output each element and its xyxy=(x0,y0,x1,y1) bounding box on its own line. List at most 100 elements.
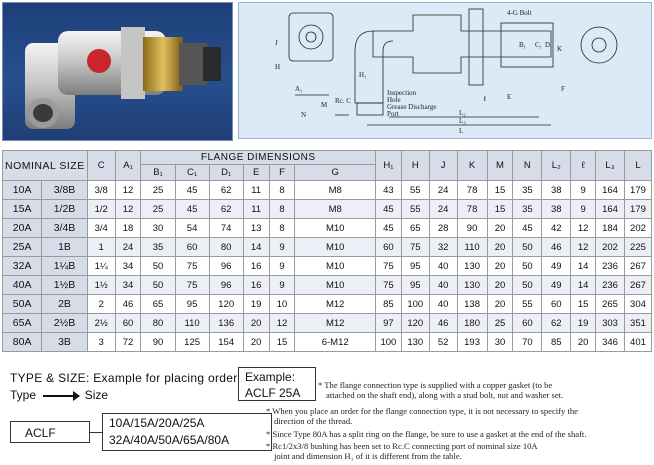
nominal-size-b: 2B xyxy=(41,294,88,314)
table-cell: 49 xyxy=(541,256,572,276)
dim-C1: C₁ xyxy=(535,41,542,49)
product-photo xyxy=(2,2,233,141)
connector-line xyxy=(90,432,102,433)
note-4-line1: * Rc1/2x3/8 bushing has been set to Rc.C… xyxy=(266,441,538,451)
table-cell: 100 xyxy=(374,332,402,352)
table-cell: 75 xyxy=(374,275,402,295)
table-cell: 1 xyxy=(86,237,116,257)
table-cell: 303 xyxy=(595,313,625,333)
table-cell: 20 xyxy=(486,218,514,238)
example-label: Example: xyxy=(245,370,296,384)
table-cell: 40 xyxy=(428,256,458,276)
table-cell: 60 xyxy=(512,313,543,333)
table-cell: 95 xyxy=(400,256,430,276)
rc-label: Rc. C xyxy=(335,97,351,105)
bolt-label: 4-G Bolt xyxy=(507,9,532,17)
example-box: Example: ACLF 25A xyxy=(238,367,316,401)
nominal-size-b: 3/8B xyxy=(41,180,88,200)
table-cell: 38 xyxy=(541,180,572,200)
table-cell: 24 xyxy=(114,237,142,257)
table-cell: 401 xyxy=(623,332,653,352)
dim-M: M xyxy=(321,101,328,109)
table-cell: 70 xyxy=(512,332,543,352)
nominal-size-a: 80A xyxy=(1,332,43,352)
table-cell: 1/2 xyxy=(86,199,116,219)
table-cell: 62 xyxy=(208,199,244,219)
table-cell: 16 xyxy=(242,275,270,295)
note-4: * Rc1/2x3/8 bushing has been set to Rc.C… xyxy=(266,441,538,461)
table-cell: 20 xyxy=(486,256,514,276)
table-cell: 35 xyxy=(140,237,176,257)
table-cell: 19 xyxy=(242,294,270,314)
table-cell: M8 xyxy=(294,199,376,219)
table-cell: 75 xyxy=(400,237,430,257)
table-cell: 2 xyxy=(86,294,116,314)
table-cell: 62 xyxy=(541,313,572,333)
flange-dimensions-header: FLANGE DIMENSIONS xyxy=(140,150,376,165)
table-cell: 184 xyxy=(595,218,625,238)
table-cell: 120 xyxy=(400,313,430,333)
table-cell: 14 xyxy=(242,237,270,257)
table-cell: 110 xyxy=(174,313,210,333)
table-cell: 12 xyxy=(570,218,597,238)
table-cell: 45 xyxy=(174,199,210,219)
table-cell: M10 xyxy=(294,275,376,295)
table-cell: 60 xyxy=(374,237,402,257)
table-cell: 24 xyxy=(428,180,458,200)
table-cell: 3/8 xyxy=(86,180,116,200)
table-cell: 19 xyxy=(570,313,597,333)
table-cell: 236 xyxy=(595,256,625,276)
dim-J: J xyxy=(275,39,278,47)
table-cell: 346 xyxy=(595,332,625,352)
table-cell: 20 xyxy=(570,332,597,352)
table-cell: 304 xyxy=(623,294,653,314)
table-cell: 202 xyxy=(595,237,625,257)
table-cell: 267 xyxy=(623,256,653,276)
table-cell: 55 xyxy=(400,199,430,219)
table-cell: 35 xyxy=(512,199,543,219)
dim-H1: H₁ xyxy=(359,71,367,79)
col-C: C xyxy=(86,150,116,181)
table-cell: 130 xyxy=(400,332,430,352)
table-cell: 45 xyxy=(374,218,402,238)
dim-N: N xyxy=(301,111,306,119)
table-cell: 9 xyxy=(268,275,296,295)
table-cell: 40 xyxy=(428,275,458,295)
table-cell: 265 xyxy=(595,294,625,314)
size-options-line1: 10A/15A/20A/25A xyxy=(109,416,205,430)
dim-H: H xyxy=(275,63,280,71)
table-cell: 80 xyxy=(208,237,244,257)
table-cell: 100 xyxy=(400,294,430,314)
nominal-size-a: 50A xyxy=(1,294,43,314)
table-cell: 97 xyxy=(374,313,402,333)
order-heading: TYPE & SIZE: Example for placing order xyxy=(10,371,238,385)
table-cell: 43 xyxy=(374,180,402,200)
col-D1: D₁ xyxy=(208,164,244,181)
table-cell: 236 xyxy=(595,275,625,295)
nominal-size-header: NOMINAL SIZE xyxy=(2,150,88,181)
table-cell: M10 xyxy=(294,218,376,238)
nominal-size-a: 15A xyxy=(1,199,43,219)
table-cell: 60 xyxy=(541,294,572,314)
table-cell: 120 xyxy=(208,294,244,314)
table-cell: 24 xyxy=(428,199,458,219)
col-E: E xyxy=(242,164,270,181)
col-M: M xyxy=(486,150,514,181)
nominal-size-a: 20A xyxy=(1,218,43,238)
table-cell: 20 xyxy=(242,313,270,333)
table-cell: 78 xyxy=(456,199,488,219)
nominal-size-a: 40A xyxy=(1,275,43,295)
table-cell: 6-M12 xyxy=(294,332,376,352)
note-1-line2: attached on the shaft end), along with a… xyxy=(326,390,564,400)
nominal-size-a: 10A xyxy=(1,180,43,200)
table-cell: 164 xyxy=(595,180,625,200)
table-cell: 75 xyxy=(374,256,402,276)
table-cell: 9 xyxy=(570,180,597,200)
table-cell: 90 xyxy=(456,218,488,238)
dim-E: E xyxy=(507,93,511,101)
nominal-size-b: 1½B xyxy=(41,275,88,295)
